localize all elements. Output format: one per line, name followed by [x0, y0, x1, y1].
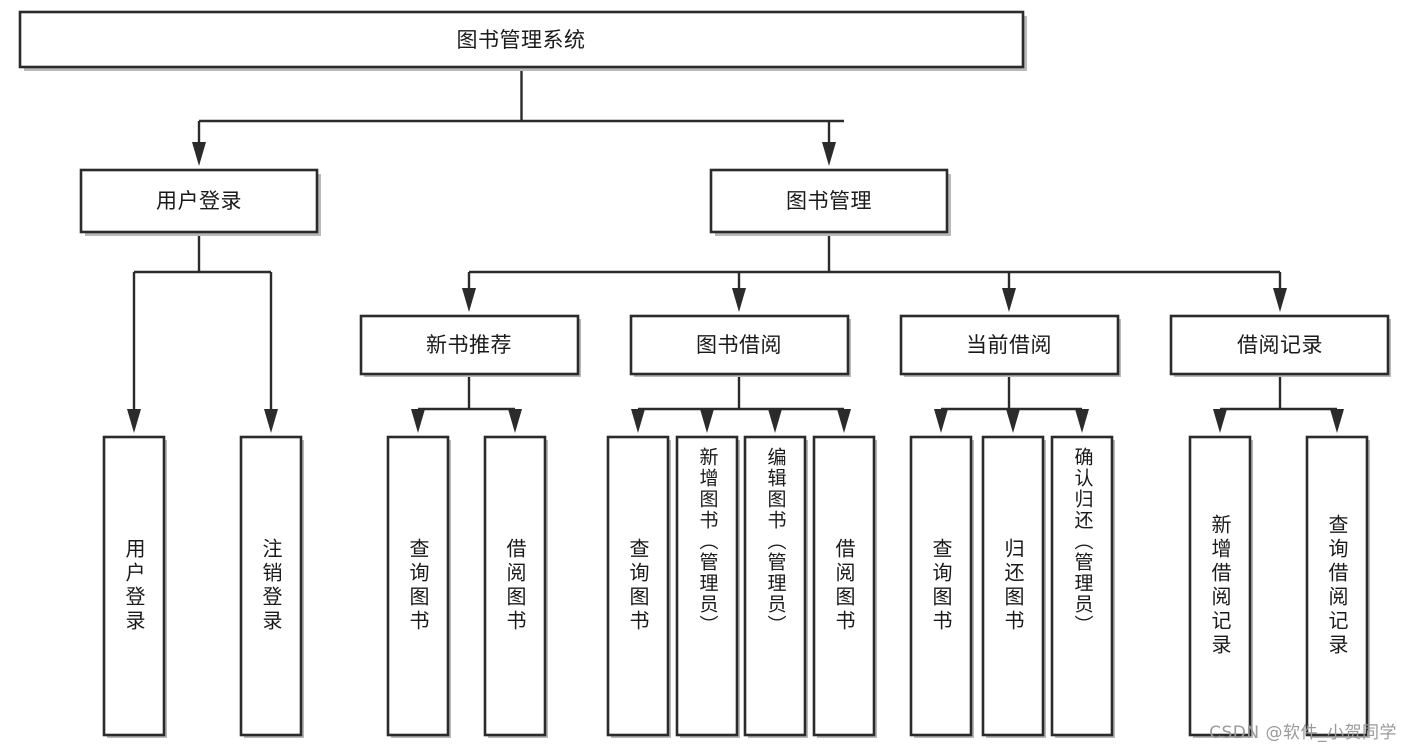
leaf-borrow-book-rec[interactable] — [483, 435, 548, 738]
node-book-mgmt-label: 图书管理 — [786, 189, 872, 213]
leaf-return-book-box — [981, 435, 1045, 737]
node-current-borrow-label: 当前借阅 — [966, 333, 1052, 357]
node-current-borrow-box — [899, 314, 1120, 376]
connector-layer — [127, 67, 1344, 433]
arrowhead-leaf-borrow-book — [837, 409, 851, 433]
arrowhead-leaf-user-login — [127, 409, 141, 433]
leaf-confirm-return-admin-box — [1050, 435, 1114, 737]
arrowhead-leaf-add-book-admin — [700, 409, 714, 433]
node-root-label: 图书管理系统 — [457, 28, 586, 52]
leaf-query-borrow-record-box — [1305, 435, 1369, 737]
leaf-add-book-admin[interactable] — [675, 435, 740, 738]
node-book-borrow-label: 图书借阅 — [696, 333, 782, 357]
node-borrow-record[interactable]: 借阅记录 — [1169, 314, 1391, 377]
leaf-user-login-box — [102, 435, 166, 737]
arrowhead-book-borrow — [732, 288, 746, 312]
arrowhead-leaf-query-borrow-record — [1330, 409, 1344, 433]
arrowhead-leaf-add-borrow-record — [1213, 409, 1227, 433]
arrowhead-leaf-confirm-return-admin — [1075, 409, 1089, 433]
leaf-add-book-admin-box — [675, 435, 739, 737]
node-book-mgmt[interactable]: 图书管理 — [709, 168, 951, 236]
leaf-add-borrow-record[interactable] — [1188, 435, 1253, 738]
node-new-book-rec[interactable]: 新书推荐 — [359, 314, 581, 377]
leaf-confirm-return-admin[interactable] — [1050, 435, 1115, 738]
leaf-query-book-rec[interactable] — [386, 435, 451, 738]
node-book-borrow[interactable]: 图书借阅 — [629, 314, 851, 377]
node-current-borrow[interactable]: 当前借阅 — [899, 314, 1121, 377]
leaf-query-book-rec-box — [386, 435, 450, 737]
leaf-query-book-borrow-box — [606, 435, 670, 737]
node-book-borrow-box — [629, 314, 850, 376]
leaf-logout[interactable] — [239, 435, 304, 738]
node-user-login[interactable]: 用户登录 — [79, 168, 321, 236]
leaf-edit-book-admin[interactable] — [743, 435, 808, 738]
arrowhead-user-login — [192, 142, 206, 166]
leaf-borrow-book-rec-box — [483, 435, 547, 737]
leaf-query-book-borrow[interactable] — [606, 435, 671, 738]
leaf-add-borrow-record-box — [1188, 435, 1252, 737]
leaf-query-borrow-record[interactable] — [1305, 435, 1370, 738]
arrowhead-current-borrow — [1002, 288, 1016, 312]
node-root-box — [18, 10, 1025, 69]
leaf-query-book-current[interactable] — [909, 435, 974, 738]
arrowhead-borrow-record — [1273, 288, 1287, 312]
node-layer: 图书管理系统 用户登录 图书管理 新书推荐 — [18, 10, 1391, 377]
arrowhead-leaf-logout — [264, 409, 278, 433]
arrowhead-leaf-query-book-current — [934, 409, 948, 433]
node-borrow-record-box — [1169, 314, 1390, 376]
arrowhead-book-mgmt — [822, 142, 836, 166]
arrowhead-leaf-query-book-rec — [411, 409, 425, 433]
leaf-edit-book-admin-box — [743, 435, 807, 737]
arrowhead-leaf-edit-book-admin — [768, 409, 782, 433]
leaf-return-book[interactable] — [981, 435, 1046, 738]
arrowhead-leaf-query-book-borrow — [631, 409, 645, 433]
watermark: CSDN @软件_小贺同学 — [1209, 723, 1397, 743]
arrowhead-leaf-borrow-book-rec — [508, 409, 522, 433]
node-new-book-rec-label: 新书推荐 — [426, 333, 512, 357]
node-root[interactable]: 图书管理系统 — [18, 10, 1027, 71]
arrowhead-new-book-rec — [462, 288, 476, 312]
leaf-box-layer — [102, 435, 1370, 738]
leaf-borrow-book-box — [812, 435, 876, 737]
node-borrow-record-label: 借阅记录 — [1237, 333, 1323, 357]
leaf-user-login[interactable] — [102, 435, 167, 738]
node-new-book-rec-box — [359, 314, 580, 376]
arrowhead-leaf-return-book — [1006, 409, 1020, 433]
leaf-borrow-book[interactable] — [812, 435, 877, 738]
node-user-login-box — [79, 168, 319, 234]
node-book-mgmt-box — [709, 168, 949, 234]
leaf-query-book-current-box — [909, 435, 973, 737]
leaf-logout-box — [239, 435, 303, 737]
node-user-login-label: 用户登录 — [156, 189, 242, 213]
